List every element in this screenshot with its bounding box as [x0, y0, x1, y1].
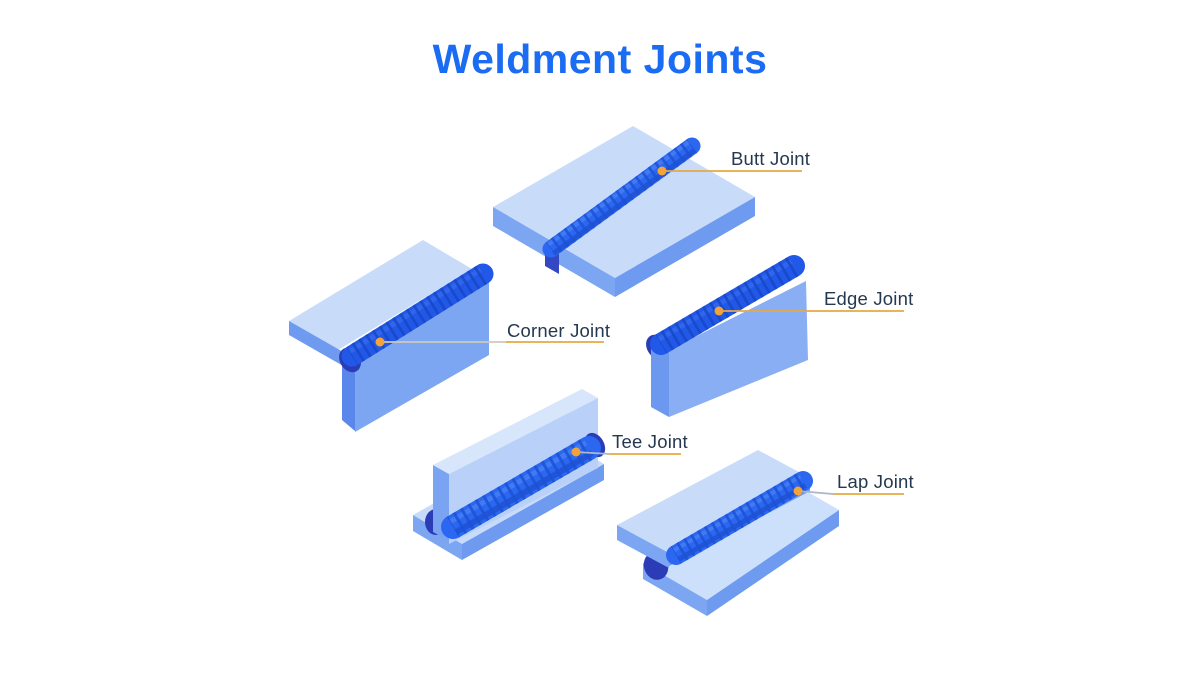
weld-bead — [341, 263, 494, 367]
callout-tee-joint: Tee Joint — [571, 431, 688, 457]
weld-bead-ribs — [655, 256, 800, 354]
bottom-plate-front-right-face — [707, 510, 839, 616]
weld-bead — [441, 436, 601, 539]
weld-bead-ribs — [670, 472, 809, 564]
edge-joint-label: Edge Joint — [824, 288, 913, 309]
base-plate-front-left-face — [413, 515, 462, 560]
top-plate-front-left-face — [617, 525, 669, 568]
edge-joint-figure — [646, 255, 808, 417]
butt-joint-figure — [493, 126, 755, 297]
corner-joint-label: Corner Joint — [507, 320, 610, 341]
plate-front-left-face — [289, 321, 352, 371]
lap-joint-label: Lap Joint — [837, 471, 914, 492]
callout-dot — [793, 486, 803, 496]
weld-bead — [650, 255, 805, 355]
callout-butt-joint: Butt Joint — [657, 148, 810, 176]
callout-dot — [571, 447, 581, 457]
callout-dot — [657, 166, 667, 176]
corner-joint-figure — [289, 240, 494, 432]
weld-bead-ribs — [446, 437, 596, 538]
weld-bead-ribs — [545, 139, 698, 256]
callout-dot — [375, 337, 385, 347]
callout-edge-joint: Edge Joint — [714, 288, 913, 316]
plate-top-face — [289, 240, 472, 350]
tee-joint-figure — [413, 389, 606, 560]
callout-corner-joint: Corner Joint — [375, 320, 610, 347]
callout-lap-joint: Lap Joint — [793, 471, 914, 496]
top-plate-top-face — [617, 450, 810, 553]
plate-front-right-face — [615, 197, 755, 297]
base-plate-front-right-face — [462, 464, 604, 560]
plate-front-face — [669, 281, 808, 417]
callout-leader-line — [797, 490, 834, 495]
tee-joint-label: Tee Joint — [612, 431, 688, 452]
callout-dot — [714, 306, 724, 316]
callout-leader-line — [575, 451, 611, 455]
vertical-plate-top-face — [433, 389, 598, 474]
weld-bead-ribs — [346, 265, 489, 365]
vertical-plate-side-face — [342, 353, 355, 431]
weld-bead — [666, 471, 813, 565]
vertical-plate-front-face — [355, 281, 489, 432]
butt-joint-label: Butt Joint — [731, 148, 810, 169]
page-title: Weldment Joints — [432, 36, 768, 82]
lap-joint-figure — [617, 450, 839, 616]
weld-bead — [542, 137, 701, 258]
plate-side-face — [651, 340, 669, 417]
bottom-plate-top-face — [643, 473, 839, 600]
